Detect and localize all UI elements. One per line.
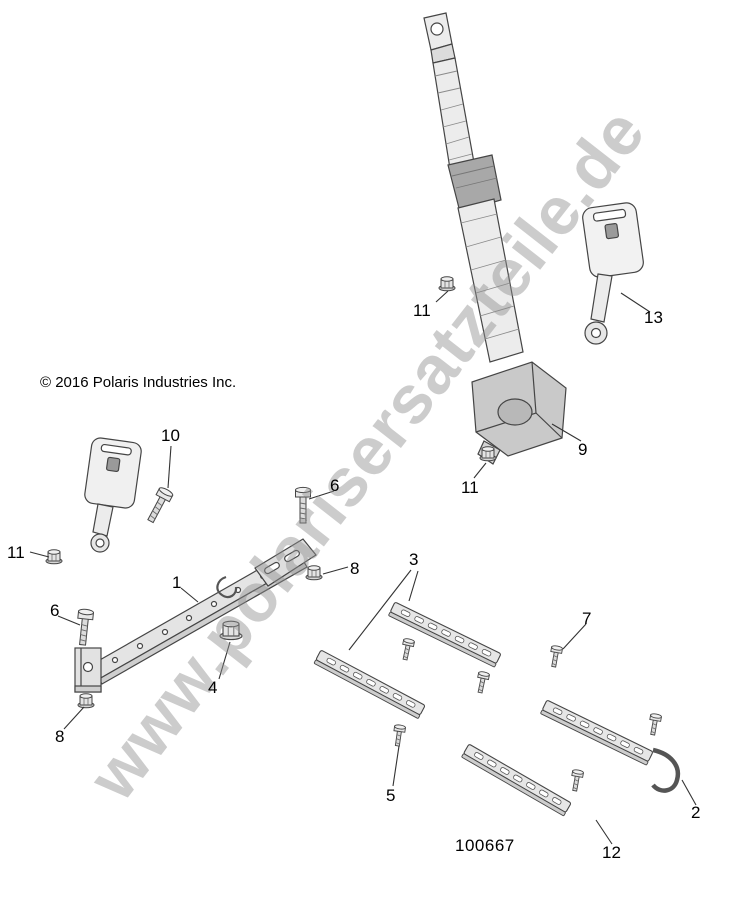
strap-hatching-lower (460, 213, 520, 340)
seat-mount-rail (74, 538, 317, 693)
nut-4 (219, 620, 243, 641)
buckle-latch-left (84, 437, 142, 553)
slotted-rail-12 (460, 743, 572, 817)
part-number: 100667 (455, 836, 515, 855)
bolt-6-upper (295, 486, 311, 524)
buckle-latch-right (582, 202, 644, 345)
callout-label-10: 10 (161, 426, 180, 445)
seatbelt-strap (423, 12, 524, 363)
nut-8-upper (305, 565, 323, 581)
copyright-text: © 2016 Polaris Industries Inc. (40, 374, 237, 391)
callout-label-4: 4 (208, 678, 218, 697)
rail-end-plate (254, 538, 317, 587)
callout-label-7: 7 (582, 609, 592, 628)
callout-label-1: 1 (172, 573, 182, 592)
callout-label-6-lower: 6 (50, 601, 60, 620)
belt-retractor (471, 361, 567, 465)
rail-screw-d (646, 712, 663, 737)
rail-screw-a (399, 637, 416, 662)
callout-label-5: 5 (386, 786, 396, 805)
leader-lines (29, 290, 697, 845)
callout-label-2: 2 (691, 803, 701, 822)
callout-label-8-upper: 8 (350, 559, 360, 578)
strap-hatching-upper (434, 70, 473, 161)
callout-label-13: 13 (644, 308, 663, 327)
slotted-rail-2 (539, 699, 654, 766)
callout-label-11-left: 11 (7, 543, 25, 562)
screw-7 (547, 644, 564, 669)
rail-2-hook (651, 747, 681, 793)
callout-label-6-upper: 6 (330, 476, 340, 495)
rail-screw-b (474, 670, 491, 695)
callout-label-8-lower: 8 (55, 727, 65, 746)
nut-11-mid (479, 446, 497, 462)
callout-label-11-top: 11 (413, 301, 431, 320)
callout-label-3: 3 (409, 550, 419, 569)
callout-label-9: 9 (578, 440, 588, 459)
screw-5 (391, 723, 407, 748)
callout-label-12: 12 (602, 843, 621, 862)
callout-label-11-mid: 11 (461, 478, 479, 497)
bolt-10 (143, 485, 175, 526)
rail-hook (216, 575, 238, 599)
rail-screw-c (568, 768, 585, 793)
slotted-rail-3a (313, 649, 426, 720)
nut-11-top (438, 276, 456, 292)
nut-8-lower (77, 693, 95, 709)
bolt-6-lower (74, 608, 95, 647)
